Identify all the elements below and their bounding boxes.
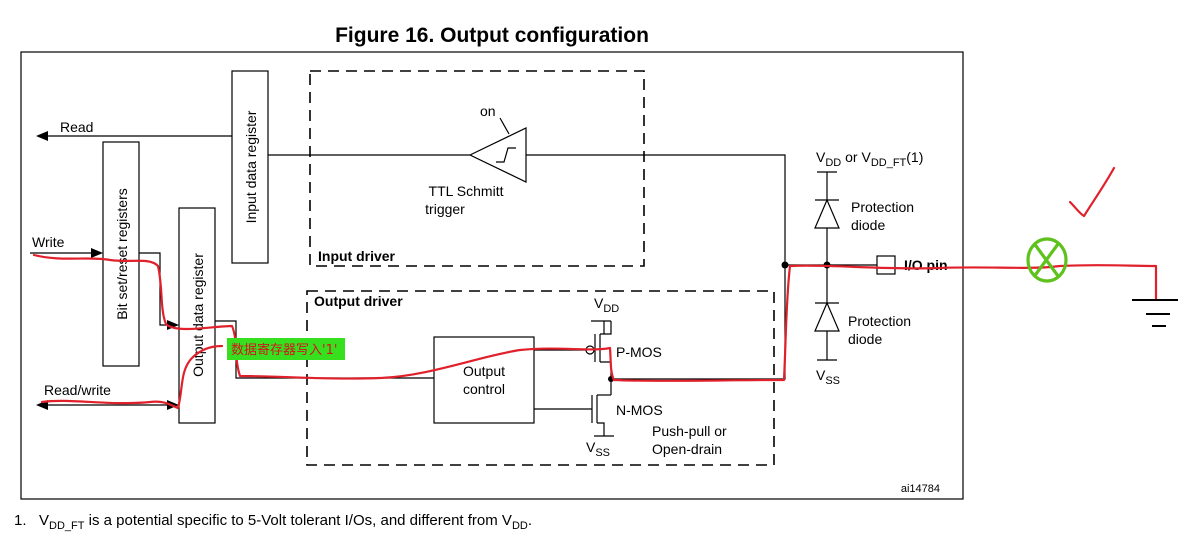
- read-label: Read: [60, 119, 93, 135]
- checkmark-icon: [1068, 166, 1116, 218]
- schmitt-on-label: on: [480, 103, 496, 119]
- pmos-label: P-MOS: [616, 344, 662, 360]
- nmos-label: N-MOS: [616, 402, 663, 418]
- chinese-note-highlight: [227, 338, 345, 360]
- lower-diode-label-2: diode: [848, 331, 882, 347]
- footnote-v1: V: [39, 512, 50, 529]
- upper-diode-icon: [814, 198, 840, 229]
- output-driver-label: Output driver: [314, 293, 403, 309]
- output-control-label-1: Output: [463, 363, 505, 379]
- footnote-sub1: DD_FT: [49, 520, 85, 532]
- read-arrow: [36, 131, 48, 141]
- driver-mode-label-1: Push-pull or: [652, 423, 727, 439]
- lower-diode-icon: [814, 301, 840, 332]
- figure-footnote: 1. VDD_FT is a potential specific to 5-V…: [14, 512, 532, 532]
- footnote-number: 1.: [14, 512, 27, 529]
- input-data-register-label: Input data register: [243, 110, 259, 223]
- pmos-drain: [600, 361, 612, 379]
- pad-to-schmitt-wire: [526, 154, 786, 265]
- schmitt-hysteresis-icon: [496, 147, 516, 163]
- chinese-note-text: 数据寄存器写入'1': [231, 342, 337, 358]
- pmos-source: [600, 321, 612, 335]
- write-label: Write: [32, 234, 65, 250]
- output-data-register-box: [178, 207, 216, 424]
- nmos-source: [597, 422, 605, 436]
- schmitt-label-1: TTL Schmitt: [429, 183, 504, 199]
- schmitt-trigger-symbol: [468, 127, 527, 183]
- annotation-read-write-stroke: [40, 344, 224, 410]
- protection-vss-label: VSS: [816, 367, 840, 387]
- bit-set-reset-label: Bit set/reset registers: [114, 188, 130, 320]
- vdd-label: VDD: [594, 295, 619, 315]
- footnote-end: .: [527, 512, 533, 529]
- input-driver-label: Input driver: [318, 248, 396, 264]
- vss-label: VSS: [586, 439, 610, 459]
- input-driver-region: [309, 70, 645, 267]
- io-pin-square: [876, 255, 896, 275]
- pad-node-dot: [781, 261, 789, 269]
- annotation-current-path: [32, 253, 1158, 382]
- footnote-text: is a potential specific to 5-Volt tolera…: [84, 512, 512, 529]
- lamp-cross-icon: [1034, 242, 1060, 278]
- read-write-label: Read/write: [44, 382, 111, 398]
- driver-mode-label-2: Open-drain: [652, 441, 722, 457]
- output-control-label-2: control: [463, 381, 505, 397]
- lower-diode-label-1: Protection: [848, 313, 911, 329]
- bit-set-reset-box: [102, 141, 140, 367]
- figure-id-code: ai14784: [901, 483, 940, 495]
- protection-supply-label: VDD or VDD_FT(1): [816, 149, 923, 169]
- input-data-register-box: [231, 70, 269, 264]
- figure-title: Figure 16. Output configuration: [335, 24, 649, 47]
- output-data-register-label: Output data register: [190, 253, 206, 377]
- drain-to-pad-wire: [611, 265, 786, 380]
- upper-diode-label-1: Protection: [851, 199, 914, 215]
- write-arrow: [91, 248, 103, 258]
- lamp-circle-icon: [1026, 237, 1068, 283]
- schmitt-label-2: trigger: [425, 201, 465, 217]
- io-pin-label: I/O pin: [904, 257, 948, 273]
- figure-frame: [20, 51, 964, 500]
- output-configuration-diagram: Figure 16. Output configuration Input dr…: [20, 24, 1178, 500]
- schmitt-enable-line: [499, 117, 510, 135]
- footnote-sub2: DD: [511, 520, 528, 532]
- upper-diode-label-2: diode: [851, 217, 885, 233]
